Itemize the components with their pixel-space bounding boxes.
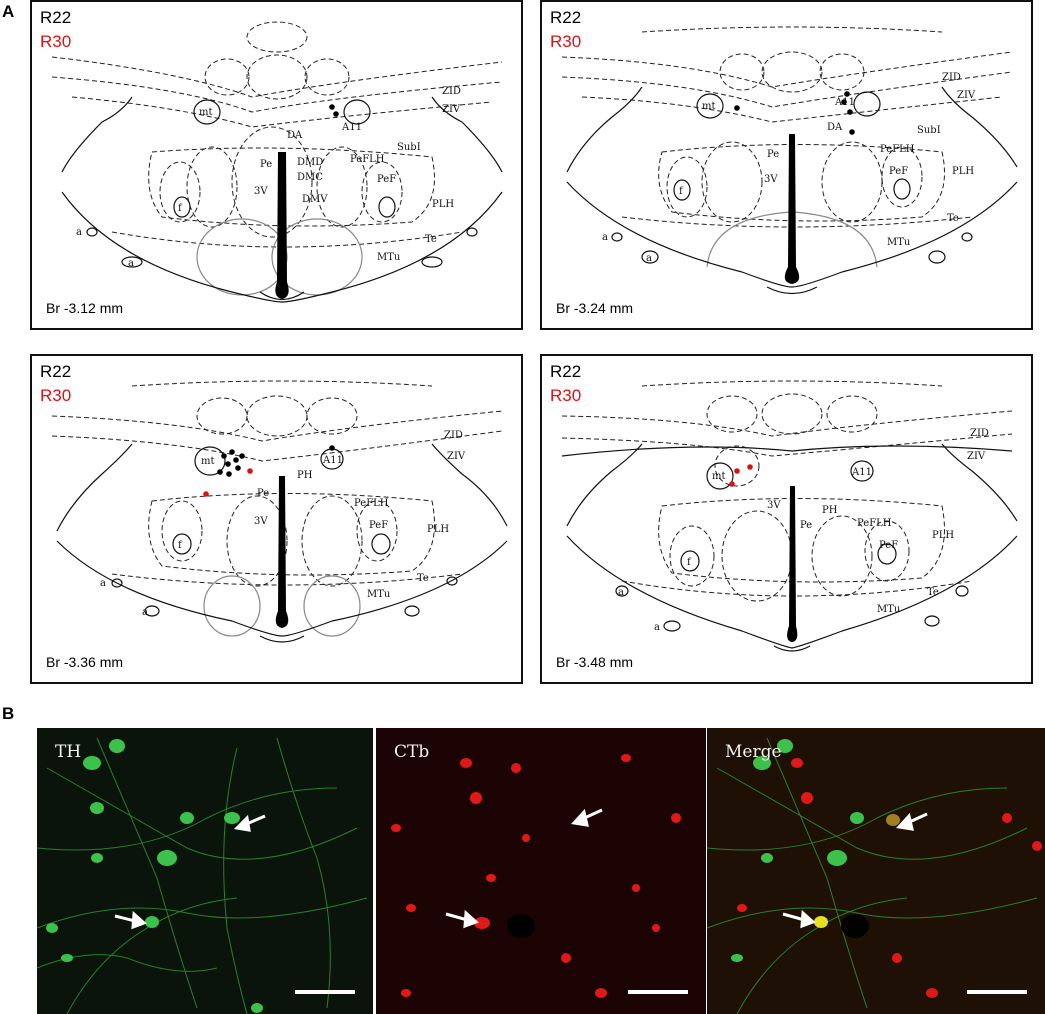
region-label: PeFLH xyxy=(857,518,892,529)
region-label: 3V xyxy=(767,500,781,511)
region-label: f xyxy=(178,203,183,214)
bregma-level: Br -3.48 mm xyxy=(556,654,634,670)
region-label: ZIV xyxy=(442,104,461,115)
region-label: MTu xyxy=(377,252,401,263)
region-label: DMV xyxy=(302,194,328,205)
scale-bar xyxy=(967,990,1027,994)
region-label: DMD xyxy=(297,157,323,168)
region-label: Pe xyxy=(767,149,779,160)
r22-label: R22 xyxy=(40,362,72,381)
micrograph-label: Merge xyxy=(725,742,782,762)
region-label: mt xyxy=(201,456,215,467)
panel-b-letter: B xyxy=(2,704,15,723)
region-label: PLH xyxy=(952,166,974,177)
r30-label: R30 xyxy=(40,386,72,405)
region-label: ZIV xyxy=(447,451,466,462)
region-label: ZID xyxy=(442,86,461,97)
region-label: PeF xyxy=(879,540,898,551)
region-label: PeFLH xyxy=(354,498,389,509)
region-label: a xyxy=(128,258,134,269)
micrograph-merge: Merge xyxy=(707,728,1045,1014)
region-label: Te xyxy=(417,573,429,584)
region-label: 3V xyxy=(764,174,778,185)
micrograph-th: TH xyxy=(37,728,373,1014)
r22-label: R22 xyxy=(550,8,582,27)
atlas-drawing-2: mt A11 ZID ZIV DA SubI Pe 3V PeFLH PeF P… xyxy=(561,26,1018,295)
micrograph-label: CTb xyxy=(394,742,430,762)
atlas-drawing-3: mt A11 ZID ZIV PH Pe 3V PeFLH PeF PLH f … xyxy=(51,380,508,643)
r30-label: R30 xyxy=(40,32,72,51)
region-label: A11 xyxy=(322,455,343,466)
r22-label: R22 xyxy=(40,8,72,27)
region-label: PeF xyxy=(377,174,396,185)
region-label: a xyxy=(602,232,608,243)
region-label: A11 xyxy=(341,122,362,133)
region-label: a xyxy=(76,227,82,238)
region-label: Te xyxy=(947,213,959,224)
bregma-level: Br -3.36 mm xyxy=(46,654,124,670)
region-label: f xyxy=(687,557,692,568)
region-label: PLH xyxy=(432,199,454,210)
atlas-panel-2: R22 R30 xyxy=(540,0,1033,330)
region-label: DMC xyxy=(297,172,323,183)
region-label: PeFLH xyxy=(880,144,915,155)
atlas-panel-1: R22 R30 xyxy=(30,0,523,330)
region-label: a xyxy=(646,253,652,264)
region-label: Pe xyxy=(257,488,269,499)
r22-label: R22 xyxy=(550,362,582,381)
region-label: DA xyxy=(827,122,843,133)
region-label: ZID xyxy=(970,428,989,439)
scale-bar xyxy=(295,990,355,994)
region-label: a xyxy=(100,578,106,589)
atlas-drawing-1: mt A11 ZID ZIV SubI DA Pe DMD DMC DMV 3V… xyxy=(51,21,503,303)
region-label: MTu xyxy=(887,237,911,248)
region-label: mt xyxy=(712,471,726,482)
region-label: a xyxy=(618,587,624,598)
region-label: Te xyxy=(425,234,437,245)
th-fluorescence xyxy=(37,728,373,1014)
region-label: PH xyxy=(822,505,838,516)
r30-label: R30 xyxy=(550,386,582,405)
region-label: PLH xyxy=(427,524,449,535)
region-label: a xyxy=(142,607,148,618)
atlas-panel-3: R22 R30 xyxy=(30,354,523,684)
bregma-level: Br -3.12 mm xyxy=(46,300,124,316)
atlas-drawing-4: mt A11 ZID ZIV 3V Pe PH PeFLH PeF PLH f … xyxy=(561,380,1018,652)
merge-fluorescence xyxy=(707,728,1045,1014)
scale-bar xyxy=(628,990,688,994)
region-label: ZID xyxy=(444,430,463,441)
region-label: MTu xyxy=(367,589,391,600)
region-label: PeFLH xyxy=(350,154,385,165)
region-label: PeF xyxy=(369,520,388,531)
region-label: 3V xyxy=(254,516,268,527)
region-label: PH xyxy=(297,470,313,481)
r30-label: R30 xyxy=(550,32,582,51)
region-label: f xyxy=(178,540,183,551)
region-label: ZIV xyxy=(967,451,986,462)
region-label: A11 xyxy=(851,467,872,478)
region-label: A11 xyxy=(834,97,855,108)
micrograph-ctb: CTb xyxy=(376,728,706,1014)
bregma-level: Br -3.24 mm xyxy=(556,300,634,316)
region-label: mt xyxy=(199,107,213,118)
region-label: SubI xyxy=(397,142,421,153)
region-label: DA xyxy=(287,130,303,141)
region-label: mt xyxy=(702,101,716,112)
region-label: f xyxy=(679,186,684,197)
region-label: PeF xyxy=(889,166,908,177)
region-label: MTu xyxy=(877,604,901,615)
region-label: Te xyxy=(927,587,939,598)
ctb-fluorescence xyxy=(376,728,706,1014)
region-label: 3V xyxy=(254,186,268,197)
panel-a-letter: A xyxy=(2,2,15,21)
micrograph-label: TH xyxy=(55,742,82,762)
region-label: SubI xyxy=(917,125,941,136)
region-label: ZID xyxy=(942,72,961,83)
region-label: PLH xyxy=(932,530,954,541)
region-label: Pe xyxy=(800,520,812,531)
region-label: a xyxy=(654,622,660,633)
atlas-panel-4: R22 R30 xyxy=(540,354,1033,684)
region-label: Pe xyxy=(260,159,272,170)
region-label: ZIV xyxy=(957,90,976,101)
